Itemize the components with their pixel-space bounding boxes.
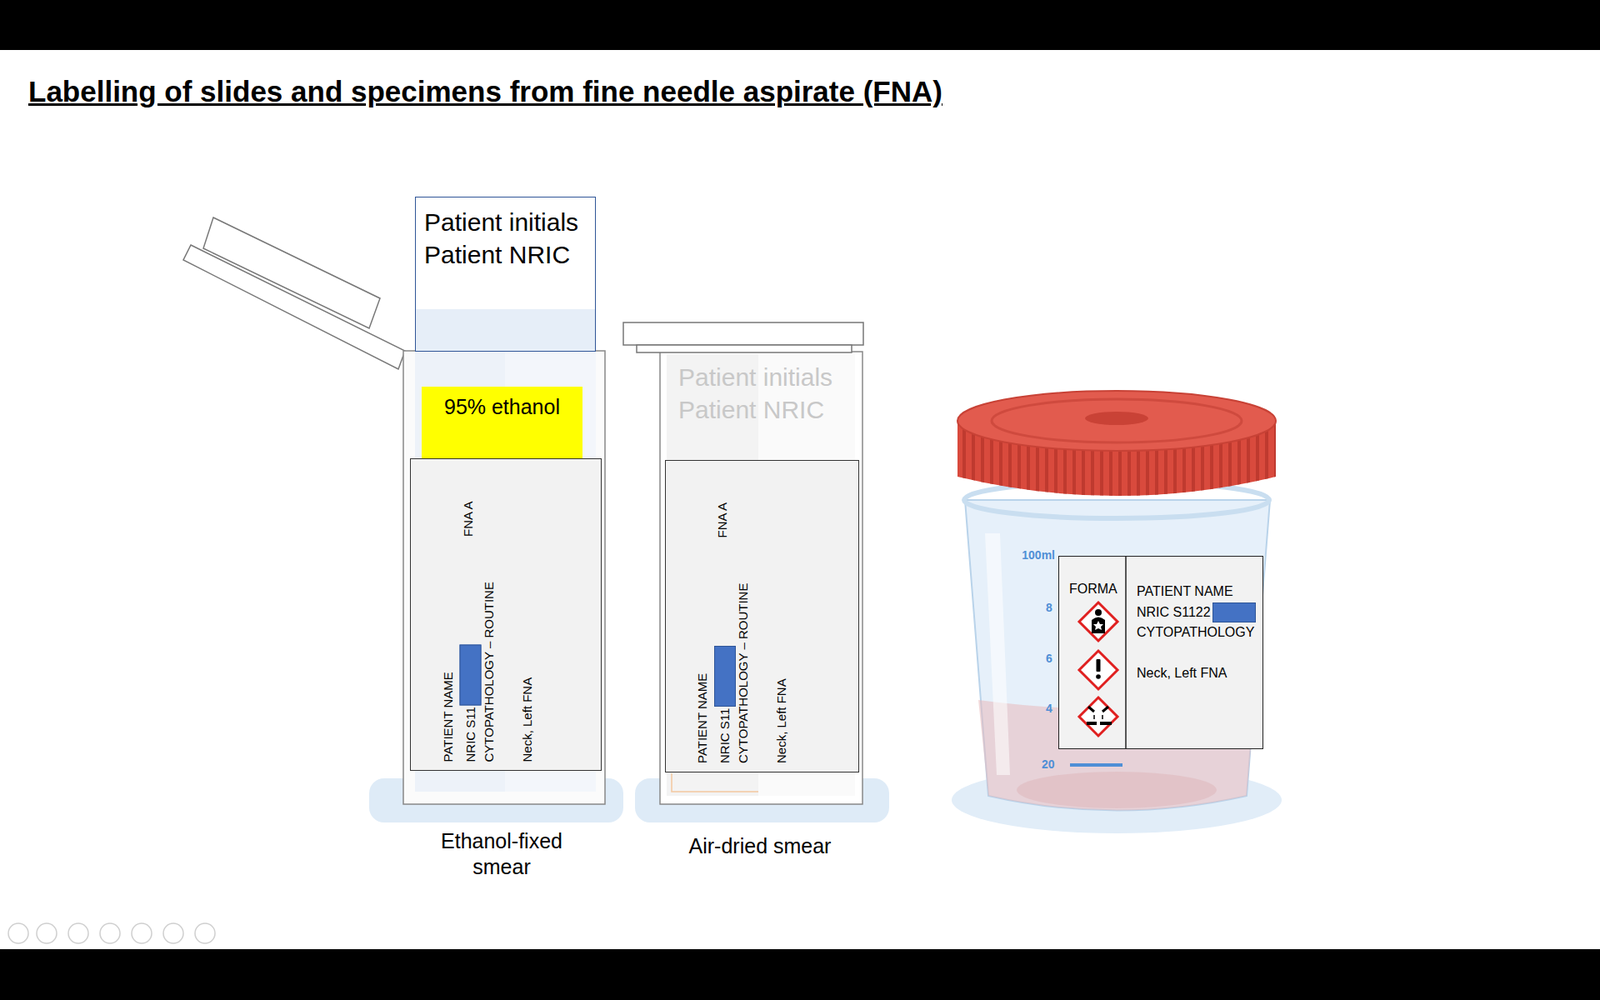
label-line: CYTOPATHOLOGY – ROUTINE (480, 581, 496, 762)
label-text: Patient initials (678, 360, 850, 394)
label-line: FORMA (1069, 580, 1118, 597)
label-line: PATIENT NAME (694, 673, 710, 764)
caption-text: Air-dried smear (676, 833, 844, 860)
label-text: CYTOPATHOLOGY (1136, 625, 1255, 640)
toolbar-icons (8, 923, 215, 944)
label-text: FNA A (715, 502, 730, 539)
slide-label: Patient initialsPatient NRIC (415, 196, 596, 352)
label-line: CYTOPATHOLOGY – ROUTINE (735, 583, 751, 764)
label-line: NRIC S11 (714, 645, 736, 764)
label-text: PATIENT NAME (440, 671, 455, 762)
formalin-pot (951, 390, 1282, 834)
label-text: NRIC S11 (717, 708, 732, 764)
label-text: Patient initials (424, 205, 589, 239)
rotated-label-body: FNA A PATIENT NAME NRIC S11CYTOPATHOLOGY –… (410, 459, 603, 772)
graduation-mark: 4 (1045, 701, 1058, 717)
redaction-block (459, 644, 481, 705)
rotated-label-body: FNA A PATIENT NAME NRIC S11CYTOPATHOLOGY –… (665, 460, 860, 774)
graduation-mark: 6 (1045, 651, 1058, 667)
fixative-label: 95% ethanol (421, 386, 583, 459)
graduation-mark: 20 (1041, 757, 1067, 773)
redaction-block (714, 645, 736, 707)
label-text: PATIENT NAME (1136, 584, 1234, 599)
redaction-block (1212, 602, 1256, 623)
label-line: CYTOPATHOLOGY (1136, 623, 1255, 640)
bottom-bar (0, 949, 1600, 1000)
label-text: CYTOPATHOLOGY – ROUTINE (735, 583, 750, 764)
label-text: FNA A (460, 500, 475, 537)
label-line: NRIC S1122 (1136, 602, 1256, 623)
caption-text: Ethanol-fixed smear (418, 828, 585, 881)
specimen-label: FNA A PATIENT NAME NRIC S11CYTOPATHOLOGY –… (665, 460, 860, 773)
air-dried-container (623, 322, 890, 823)
label-line: Neck, Left FNA (518, 676, 535, 762)
label-text: PATIENT NAME (695, 673, 710, 764)
corrosive-symbol (1079, 697, 1118, 736)
label-line: NRIC S11 (459, 644, 481, 762)
label-text: Neck, Left FNA (774, 678, 789, 764)
label-line: FNA A (459, 500, 475, 537)
label-text: CYTOPATHOLOGY – ROUTINE (480, 581, 495, 762)
formalin-label: FORMA PATIENT NAME NRIC S1122CYTOPATHOLOGY… (1058, 555, 1264, 750)
health-hazard-symbol (1079, 602, 1118, 641)
label-line: Neck, Left FNA (773, 678, 790, 764)
label-text: Neck, Left FNA (1136, 665, 1227, 680)
label-line: FNA A (714, 502, 730, 539)
label-text: Patient NRIC (424, 238, 589, 271)
label-text: Neck, Left FNA (519, 676, 534, 762)
graduation-mark: 100ml (1010, 548, 1055, 564)
top-bar (0, 0, 1600, 50)
label-line: Neck, Left FNA (1136, 664, 1227, 681)
label-text: NRIC S11 (462, 706, 477, 762)
specimen-label: FNA A PATIENT NAME NRIC S11CYTOPATHOLOGY –… (410, 458, 602, 771)
label-text: Patient NRIC (678, 393, 850, 426)
label-text: NRIC S1122 (1136, 605, 1211, 620)
label-line: PATIENT NAME (1136, 582, 1234, 600)
label-text: FORMA (1069, 581, 1118, 596)
label-text: 95% ethanol (426, 394, 578, 420)
faded-slide-label: Patient initialsPatient NRIC (666, 354, 855, 434)
slide-title: Labelling of slides and specimens from f… (28, 75, 943, 109)
graduation-mark: 8 (1045, 600, 1058, 616)
exclamation-symbol (1079, 650, 1118, 690)
label-line: PATIENT NAME (439, 671, 455, 762)
